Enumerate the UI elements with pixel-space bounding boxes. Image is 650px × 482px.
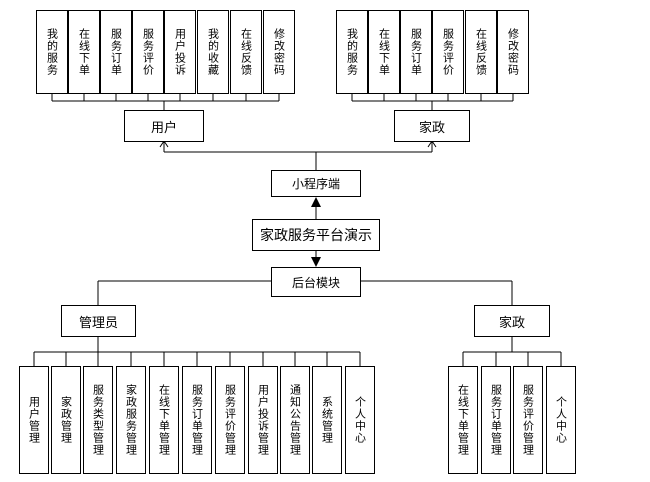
leaf-admin-complaint-mgmt: 用户投诉管理 bbox=[248, 366, 278, 474]
leaf-user-service-review: 服务评价 bbox=[132, 10, 164, 94]
node-backend-housekeeping: 家政 bbox=[474, 305, 550, 337]
leaf-bhk-personal-center: 个人中心 bbox=[546, 366, 576, 474]
leaf-admin-hk-mgmt: 家政管理 bbox=[51, 366, 81, 474]
leaf-admin-online-order-mgmt: 在线下单管理 bbox=[149, 366, 179, 474]
node-admin: 管理员 bbox=[61, 305, 136, 337]
leaf-hk-service-review: 服务评价 bbox=[432, 10, 464, 94]
leaf-user-change-password: 修改密码 bbox=[263, 10, 295, 94]
leaf-user-complaint: 用户投诉 bbox=[164, 10, 196, 94]
leaf-admin-notice-mgmt: 通知公告管理 bbox=[280, 366, 310, 474]
arrowhead-up-icon bbox=[311, 197, 321, 207]
leaf-admin-personal-center: 个人中心 bbox=[345, 366, 375, 474]
leaf-admin-service-type-mgmt: 服务类型管理 bbox=[83, 366, 113, 474]
leaf-admin-service-order-mgmt: 服务订单管理 bbox=[182, 366, 212, 474]
leaf-bhk-service-order-mgmt: 服务订单管理 bbox=[481, 366, 511, 474]
leaf-hk-feedback: 在线反馈 bbox=[465, 10, 497, 94]
leaf-bhk-online-order-mgmt: 在线下单管理 bbox=[448, 366, 478, 474]
leaf-admin-system-mgmt: 系统管理 bbox=[312, 366, 342, 474]
leaf-admin-hk-service-mgmt: 家政服务管理 bbox=[116, 366, 146, 474]
leaf-hk-change-password: 修改密码 bbox=[497, 10, 529, 94]
leaf-user-feedback: 在线反馈 bbox=[230, 10, 262, 94]
node-backend: 后台模块 bbox=[271, 267, 361, 297]
leaf-user-favorites: 我的收藏 bbox=[197, 10, 229, 94]
node-mini-program: 小程序端 bbox=[271, 170, 361, 197]
leaf-bhk-service-review-mgmt: 服务评价管理 bbox=[513, 366, 543, 474]
leaf-hk-my-service: 我的服务 bbox=[336, 10, 368, 94]
arrowhead-down-icon bbox=[311, 257, 321, 267]
leaf-admin-user-mgmt: 用户管理 bbox=[19, 366, 49, 474]
leaf-admin-service-review-mgmt: 服务评价管理 bbox=[215, 366, 245, 474]
leaf-hk-online-order: 在线下单 bbox=[368, 10, 400, 94]
node-housekeeping: 家政 bbox=[394, 110, 470, 142]
leaf-user-my-service: 我的服务 bbox=[36, 10, 68, 94]
leaf-user-online-order: 在线下单 bbox=[68, 10, 100, 94]
node-user: 用户 bbox=[124, 110, 204, 142]
leaf-hk-service-order: 服务订单 bbox=[400, 10, 432, 94]
node-root: 家政服务平台演示 bbox=[252, 219, 380, 251]
leaf-user-service-order: 服务订单 bbox=[100, 10, 132, 94]
